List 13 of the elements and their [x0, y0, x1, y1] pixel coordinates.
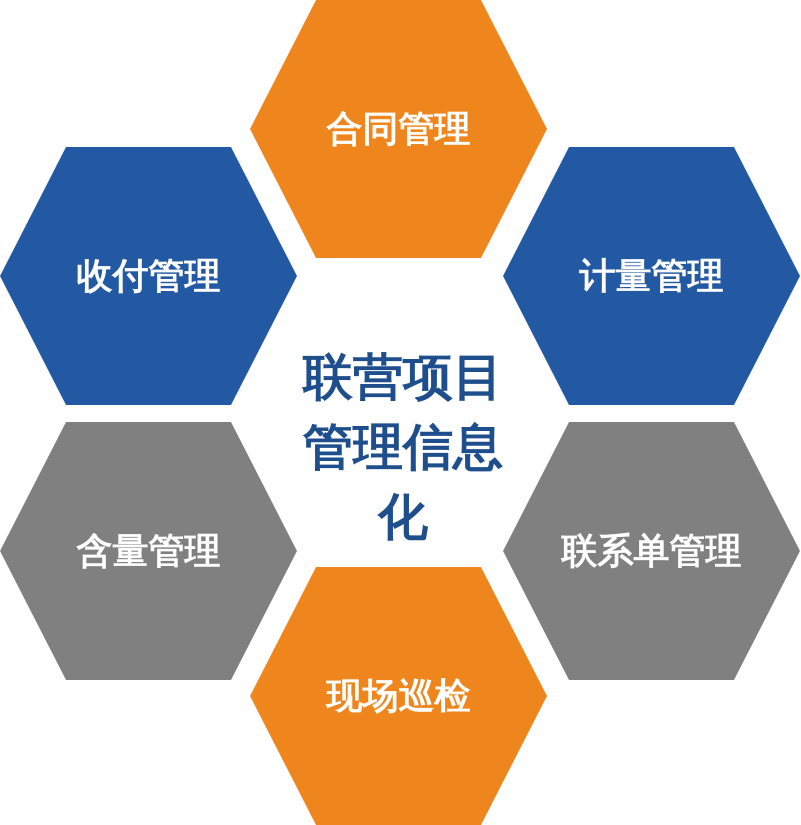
hexagon [0, 147, 297, 405]
hexagon-label: 现场巡检 [326, 674, 470, 718]
hexagon-label: 联系单管理 [562, 530, 742, 574]
hexagon-label: 合同管理 [326, 108, 470, 152]
hexagon [503, 147, 800, 405]
hexagon-label: 计量管理 [580, 254, 724, 298]
hexagon [250, 567, 547, 825]
hexagon [0, 422, 297, 680]
center-title: 联营项目管理信息化 [300, 347, 504, 548]
hexagon [250, 0, 547, 258]
hexagon-label: 含量管理 [76, 530, 220, 574]
hexagon [503, 422, 800, 680]
hexagon-label: 收付管理 [76, 254, 220, 298]
